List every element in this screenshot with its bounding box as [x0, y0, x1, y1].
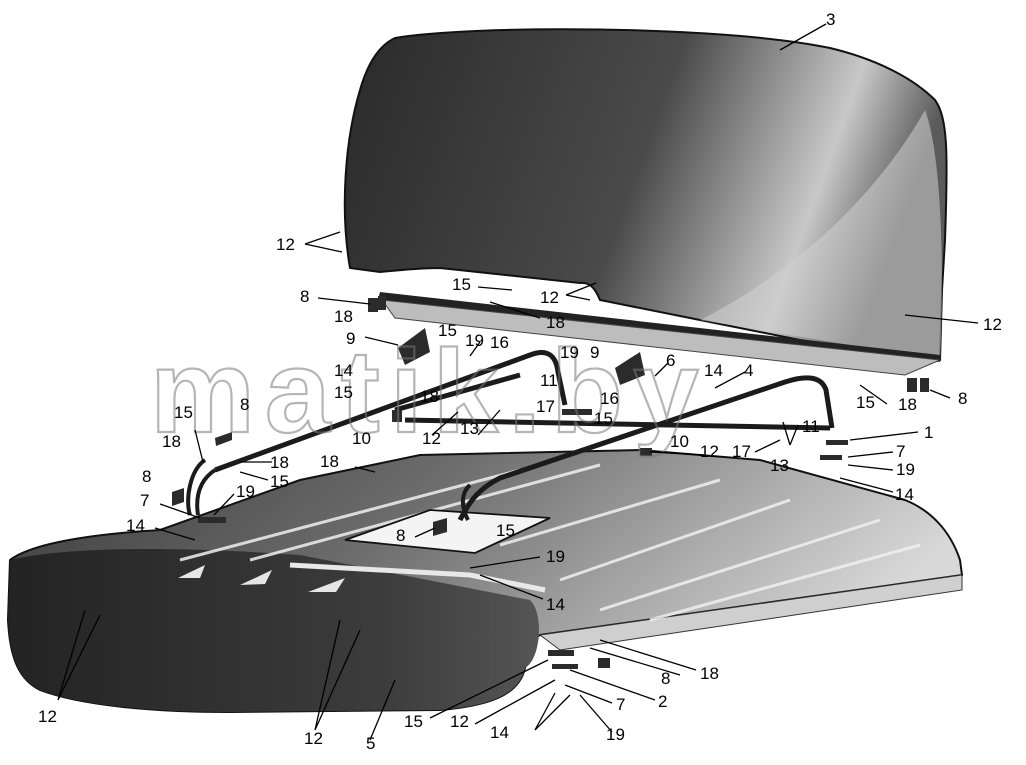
label-8: 8: [396, 526, 405, 545]
label-12: 12: [276, 235, 295, 254]
label-14: 14: [704, 361, 723, 380]
label-16: 16: [490, 333, 509, 352]
watermark: matik.by: [150, 326, 709, 458]
label-12: 12: [450, 712, 469, 731]
label-15: 15: [270, 472, 289, 491]
label-11: 11: [540, 371, 558, 390]
label-17: 17: [732, 442, 751, 461]
handrail-uprights: [186, 458, 472, 521]
label-18: 18: [162, 432, 181, 451]
label-8: 8: [240, 395, 249, 414]
label-5: 5: [366, 734, 375, 753]
brackets: [172, 296, 929, 669]
label-17: 17: [536, 397, 555, 416]
label-4: 4: [744, 361, 753, 380]
label-15: 15: [452, 275, 471, 294]
label-15: 15: [496, 521, 515, 540]
label-18: 18: [270, 453, 289, 472]
label-15: 15: [334, 383, 353, 402]
label-18: 18: [334, 307, 353, 326]
label-14: 14: [895, 485, 914, 504]
part-labels: 3 12 12 12 8 15 18 18 9 15 19 16 19 9 6 …: [38, 10, 1002, 753]
label-16: 16: [600, 389, 619, 408]
label-18: 18: [546, 313, 565, 332]
label-19: 19: [896, 460, 915, 479]
label-19: 19: [236, 482, 255, 501]
label-1: 1: [924, 423, 933, 442]
label-3: 3: [826, 10, 835, 29]
label-12: 12: [700, 442, 719, 461]
label-12: 12: [304, 729, 323, 748]
label-8: 8: [300, 287, 309, 306]
label-15: 15: [594, 409, 613, 428]
label-15: 15: [404, 712, 423, 731]
label-8: 8: [661, 669, 670, 688]
label-11: 11: [802, 417, 820, 436]
label-19: 19: [560, 343, 579, 362]
label-14: 14: [334, 361, 353, 380]
label-9: 9: [346, 329, 355, 348]
label-18: 18: [700, 664, 719, 683]
label-15: 15: [174, 403, 193, 422]
label-6: 6: [666, 351, 675, 370]
label-9: 9: [590, 343, 599, 362]
handrails: [214, 349, 835, 522]
label-13: 13: [460, 419, 479, 438]
label-19: 19: [546, 547, 565, 566]
label-10: 10: [670, 432, 689, 451]
label-15: 15: [438, 321, 457, 340]
label-12: 12: [540, 288, 559, 307]
label-12: 12: [422, 429, 441, 448]
label-7: 7: [896, 442, 905, 461]
label-2: 2: [658, 692, 667, 711]
label-10: 10: [352, 429, 371, 448]
label-19: 19: [606, 725, 625, 744]
leader-lines: [57, 23, 979, 741]
label-19: 19: [465, 331, 484, 350]
label-7: 7: [616, 695, 625, 714]
label-18: 18: [420, 387, 439, 406]
label-18: 18: [898, 395, 917, 414]
label-13: 13: [770, 456, 789, 475]
roof-panel: [6, 448, 964, 714]
label-7: 7: [140, 491, 149, 510]
label-12: 12: [983, 315, 1002, 334]
label-15: 15: [856, 393, 875, 412]
rear-rail-board: [380, 299, 942, 376]
label-14: 14: [490, 723, 509, 742]
label-14: 14: [126, 516, 145, 535]
label-8: 8: [958, 389, 967, 408]
label-12: 12: [38, 707, 57, 726]
label-18: 18: [320, 452, 339, 471]
label-14: 14: [546, 595, 565, 614]
label-8: 8: [142, 467, 151, 486]
